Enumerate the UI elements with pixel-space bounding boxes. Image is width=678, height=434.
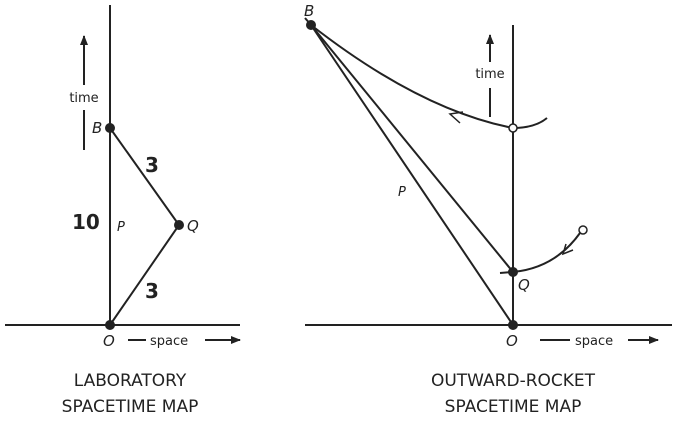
lab-label-O: O <box>103 332 115 350</box>
rocket-label-B: B <box>304 2 314 20</box>
rocket-worldline-BO <box>310 24 514 326</box>
lab-space-label: space <box>150 334 188 349</box>
rocket-open-event-lower <box>578 225 588 235</box>
rocket-label-O: O <box>506 332 518 350</box>
rocket-space-label: space <box>575 334 613 349</box>
lab-event-O-dot <box>105 320 115 330</box>
lab-event-Q-dot <box>174 220 184 230</box>
upper-direction-arrow <box>448 111 464 124</box>
rocket-label-Q: Q <box>518 276 530 294</box>
lab-label-Q: Q <box>187 217 199 235</box>
rocket-worldline-BQ <box>310 24 514 273</box>
lab-caption-2: SPACETIME MAP <box>62 397 199 417</box>
lab-interval-OB: 10 <box>72 210 100 234</box>
rocket-map <box>304 17 672 344</box>
lab-event-B-dot <box>105 123 115 133</box>
rocket-label-P: P <box>398 185 406 200</box>
rocket-caption-2: SPACETIME MAP <box>445 397 582 417</box>
rocket-event-O-dot <box>508 320 518 330</box>
rocket-event-Q-dot <box>508 267 518 277</box>
lab-label-P: P <box>117 220 125 235</box>
rocket-event-B-dot <box>306 20 316 30</box>
lab-interval-BQ: 3 <box>145 153 159 177</box>
rocket-caption-1: OUTWARD-ROCKET <box>431 371 596 391</box>
laboratory-map <box>5 5 241 344</box>
lab-time-label: time <box>69 91 98 106</box>
rocket-upper-hyperbola <box>310 24 548 130</box>
lab-caption-1: LABORATORY <box>74 371 187 391</box>
lab-label-B: B <box>92 119 102 137</box>
lower-direction-arrow <box>561 243 574 256</box>
rocket-open-event-upper <box>508 123 518 133</box>
lab-interval-QO: 3 <box>145 279 159 303</box>
rocket-time-label: time <box>475 67 504 82</box>
